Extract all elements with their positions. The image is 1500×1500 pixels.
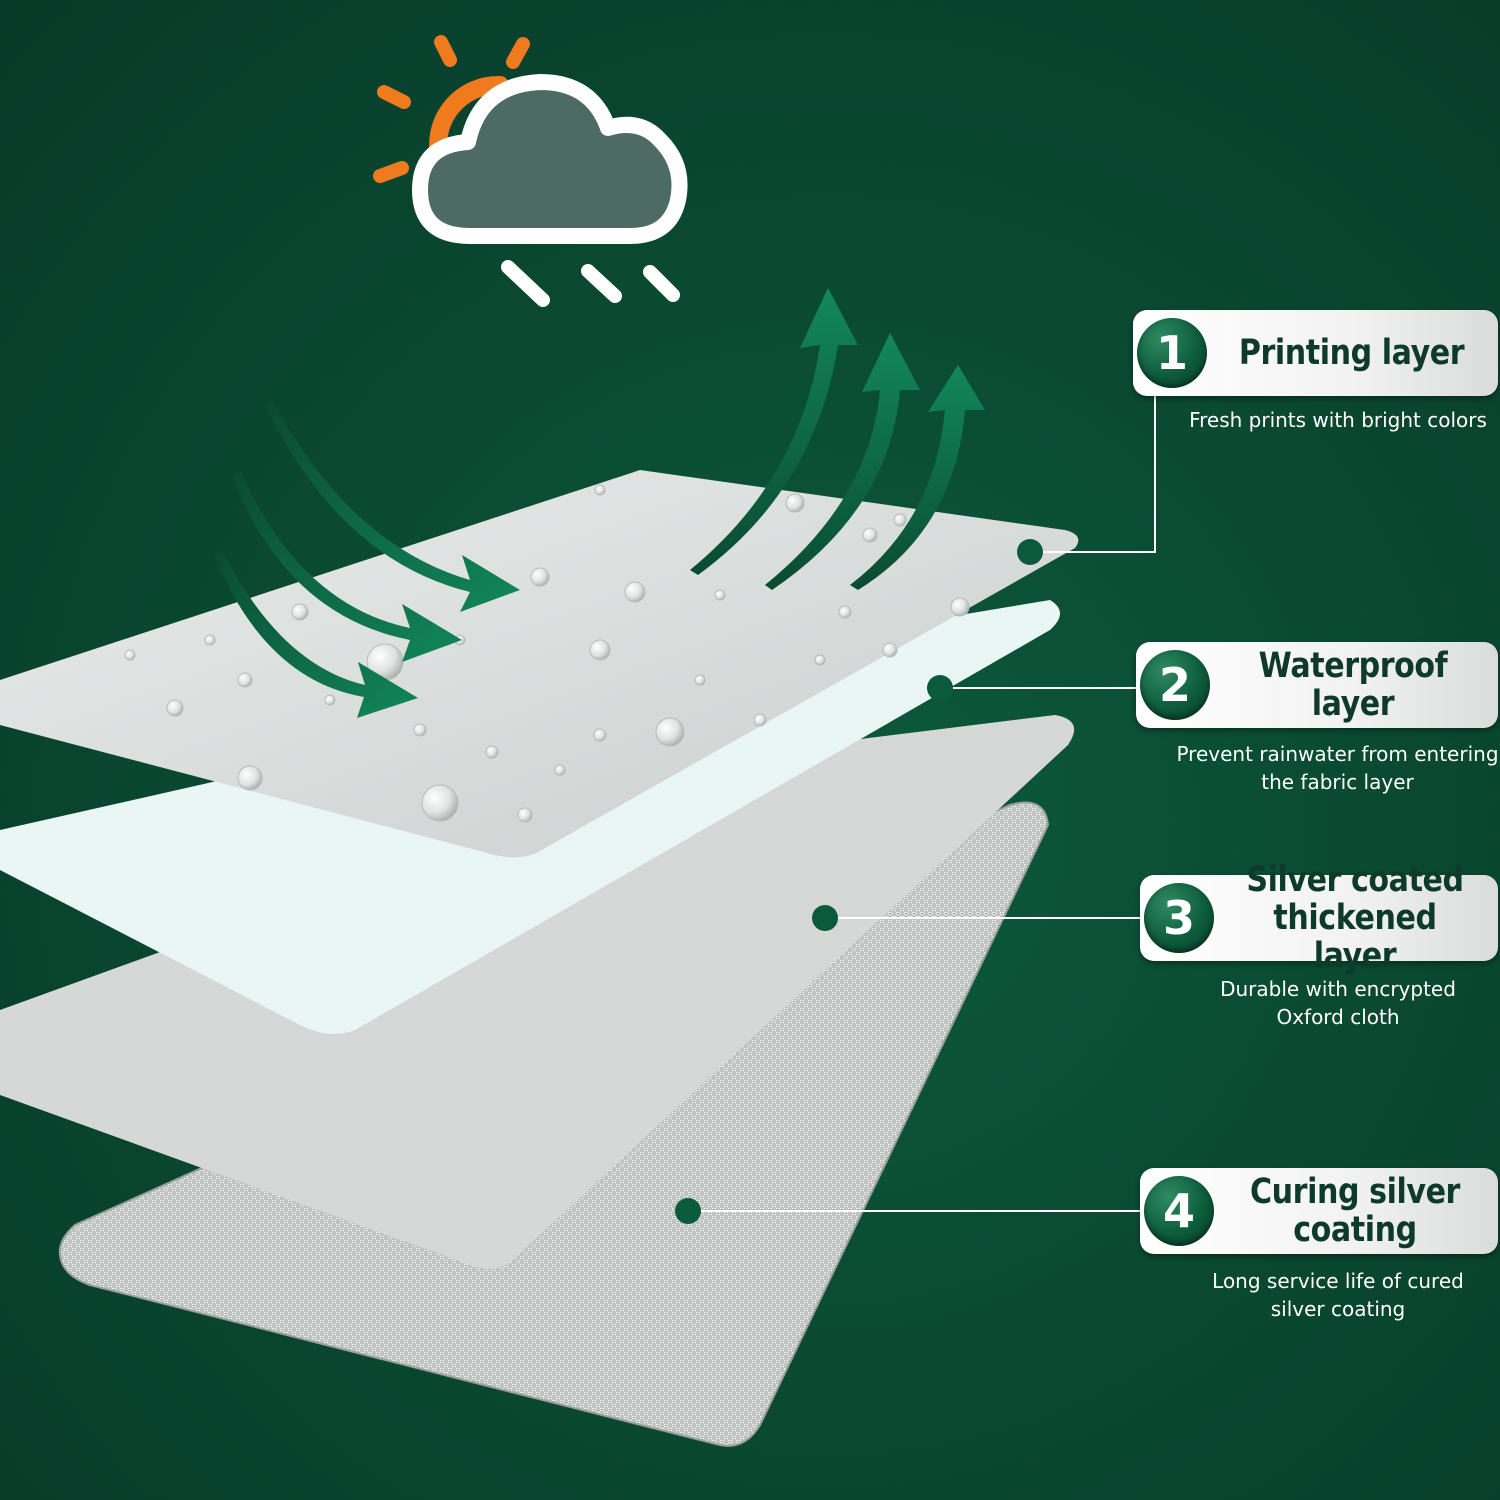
water-droplet	[237, 672, 253, 688]
connector-dots	[675, 539, 1043, 1224]
arrow-icon	[214, 550, 418, 718]
water-droplet	[862, 527, 878, 543]
water-droplets	[124, 484, 970, 823]
cloud-icon	[412, 74, 688, 244]
water-droplet	[594, 484, 606, 496]
layer-3-number: 3	[1144, 883, 1214, 953]
water-droplet	[166, 699, 184, 717]
water-droplet	[838, 605, 852, 619]
water-droplet	[893, 513, 907, 527]
layer-4-description: Long service life of cured silver coatin…	[1212, 1269, 1464, 1321]
layer-2-card: 2 Waterproof layer	[1136, 642, 1498, 728]
layer-3-card: 3 Silver coated thickened layer	[1140, 861, 1498, 975]
layer-1-description: Fresh prints with bright colors	[1189, 408, 1487, 432]
water-droplet	[593, 728, 607, 742]
layer-4-title: Curing silver coating	[1249, 1172, 1460, 1250]
incoming-arrows	[214, 400, 520, 718]
water-droplet	[714, 589, 726, 601]
water-droplet	[291, 603, 309, 621]
water-droplet	[485, 745, 499, 759]
layer-2-number: 2	[1140, 650, 1210, 720]
water-droplet	[753, 713, 767, 727]
water-droplet	[624, 581, 646, 603]
connector-lines	[688, 395, 1156, 1212]
layer-3-description: Durable with encrypted Oxford cloth	[1220, 977, 1456, 1029]
layer-2-title: Waterproof layer	[1258, 646, 1448, 724]
water-droplet	[204, 634, 216, 646]
water-droplet	[324, 694, 336, 706]
arrow-icon	[690, 288, 858, 575]
water-droplet	[554, 764, 566, 776]
layer-4-number: 4	[1144, 1176, 1214, 1246]
layer-2-description: Prevent rainwater from entering the fabr…	[1176, 742, 1499, 794]
water-droplet	[413, 723, 427, 737]
layer-1-title: Printing layer	[1238, 333, 1465, 373]
printing-layer	[0, 470, 1079, 858]
arrow-icon	[850, 365, 985, 590]
layer-1-card: 1 Printing layer	[1133, 310, 1498, 396]
water-droplet	[655, 717, 685, 747]
water-droplet	[124, 649, 136, 661]
arrow-icon	[232, 470, 462, 662]
rain-icon	[501, 260, 680, 307]
arrow-icon	[265, 400, 520, 612]
outgoing-arrows	[690, 288, 985, 590]
water-droplet	[950, 597, 970, 617]
water-droplet	[237, 765, 263, 791]
layer-1-number: 1	[1137, 318, 1207, 388]
layer-3-title: Silver coated thickened layer	[1246, 860, 1464, 976]
water-droplet	[814, 654, 826, 666]
water-droplet	[882, 642, 898, 658]
thickened-layer	[0, 715, 1075, 1269]
water-droplet	[694, 674, 706, 686]
water-droplet	[589, 639, 611, 661]
water-droplet	[517, 807, 533, 823]
arrow-icon	[765, 333, 920, 590]
water-droplet	[421, 784, 459, 822]
water-droplet	[785, 493, 805, 513]
water-droplet	[530, 567, 550, 587]
layer-4-card: 4 Curing silver coating	[1140, 1168, 1498, 1254]
